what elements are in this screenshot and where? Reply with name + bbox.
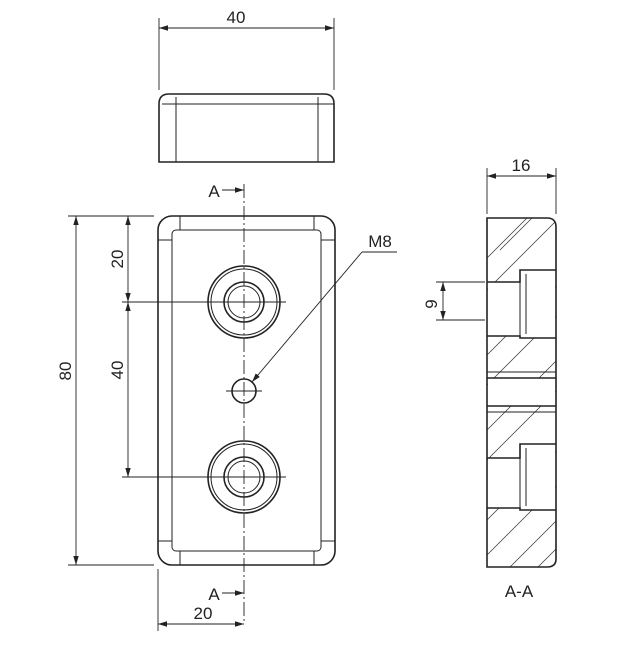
hole-spacing-dimension: 40 bbox=[108, 361, 127, 380]
bottom-offset-dimension: 20 bbox=[194, 604, 213, 623]
section-marker-bottom: A bbox=[208, 585, 220, 604]
top-width-dimension: 40 bbox=[227, 8, 246, 27]
front-view: M8 80 20 40 20 A A bbox=[56, 182, 397, 631]
top-view: 40 bbox=[158, 8, 335, 163]
top-hole-offset-dimension: 20 bbox=[108, 250, 127, 269]
section-marker-top: A bbox=[208, 182, 220, 201]
section-view: 16 9 A-A bbox=[422, 156, 557, 601]
section-label: A-A bbox=[505, 582, 534, 601]
overall-height-dimension: 80 bbox=[56, 362, 75, 381]
section-thickness-dimension: 16 bbox=[512, 156, 531, 175]
thread-callout: M8 bbox=[368, 232, 392, 251]
counterbore-dimension: 9 bbox=[422, 299, 441, 308]
